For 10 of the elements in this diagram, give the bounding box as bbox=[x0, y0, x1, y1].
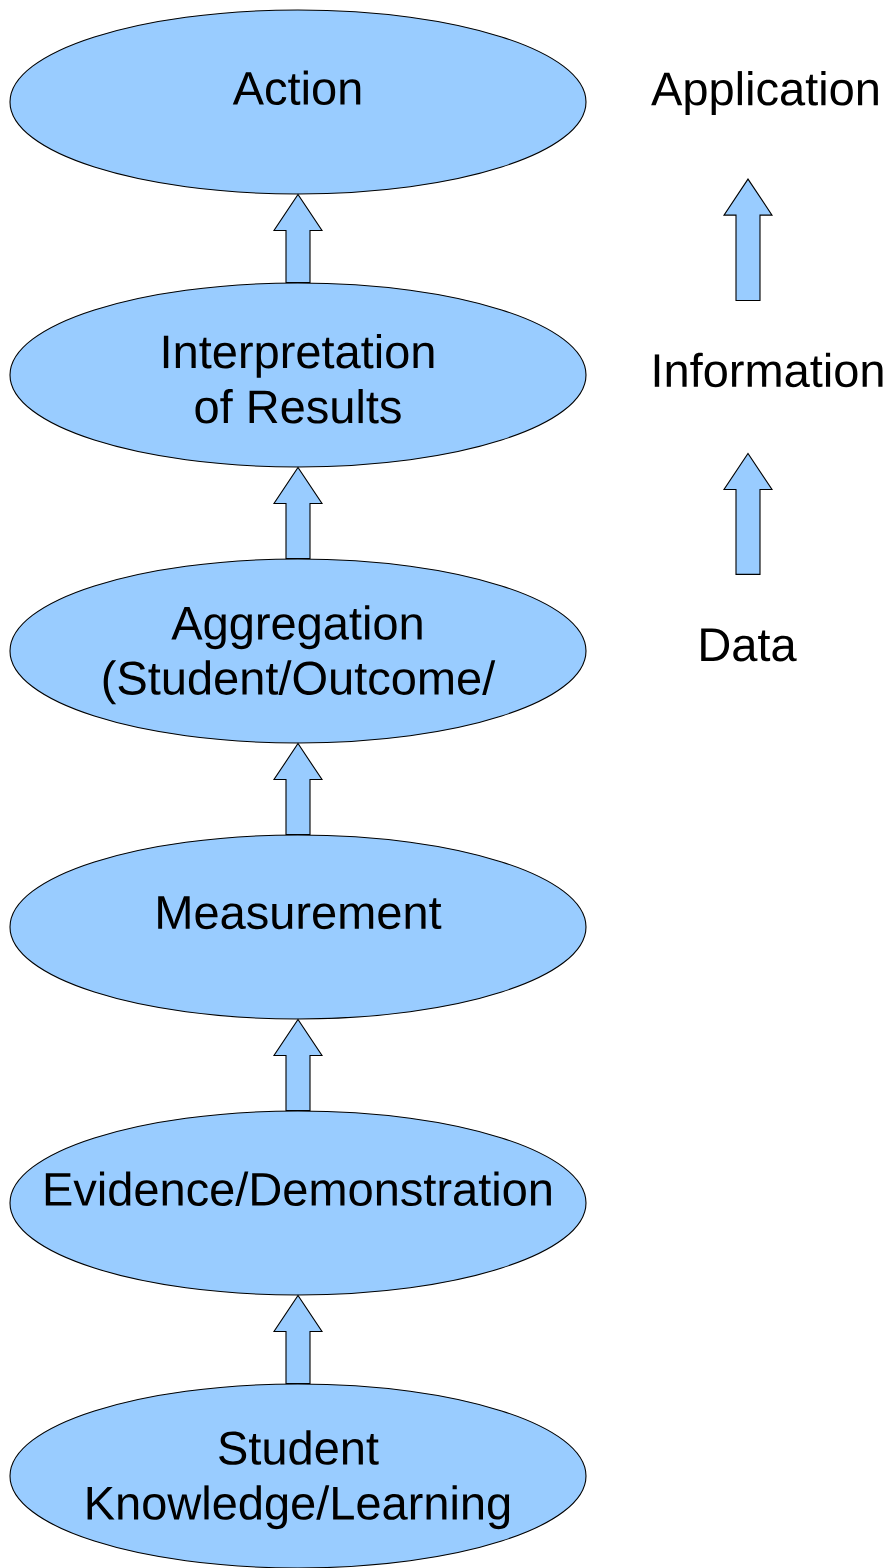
level-label: Application bbox=[651, 71, 878, 115]
block-arrow bbox=[272, 193, 324, 283]
block-arrow bbox=[272, 466, 324, 559]
block-arrow bbox=[722, 452, 774, 575]
block-arrow bbox=[272, 742, 324, 835]
block-arrow bbox=[272, 1018, 324, 1111]
block-arrow bbox=[722, 178, 774, 302]
block-arrow bbox=[272, 1294, 324, 1384]
level-label: Data bbox=[701, 628, 797, 662]
level-label: Information bbox=[654, 352, 883, 388]
